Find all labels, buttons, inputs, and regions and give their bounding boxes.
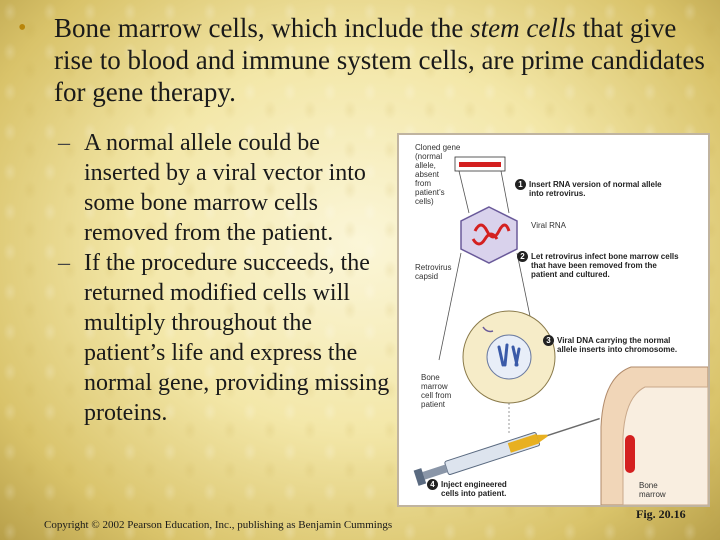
viral-rna-icon xyxy=(471,232,499,246)
viral-rna-icon xyxy=(473,223,511,239)
bullet-icon: • xyxy=(18,15,27,41)
sub-bullet-text: If the procedure succeeds, the returned … xyxy=(84,250,390,426)
sub-bullet-list: – A normal allele could be inserted by a… xyxy=(58,128,398,428)
guide-line xyxy=(500,170,510,214)
viral-rna-label: Viral RNA xyxy=(531,221,566,230)
dash-icon: – xyxy=(58,250,70,276)
main-bullet-italic: stem cells xyxy=(470,13,576,43)
guide-line xyxy=(458,170,470,214)
cell-nucleus-icon xyxy=(486,334,532,380)
main-bullet-text-start: Bone marrow cells, which include the xyxy=(54,13,471,43)
main-bullet-text: Bone marrow cells, which include the ste… xyxy=(54,12,708,108)
step-2-badge: 2 xyxy=(517,251,528,262)
figure-illustration xyxy=(413,156,708,505)
sub-bullet-text: A normal allele could be inserted by a v… xyxy=(84,130,366,246)
guide-line xyxy=(438,252,462,361)
sub-bullet-1: – A normal allele could be inserted by a… xyxy=(58,128,398,248)
step-3-badge: 3 xyxy=(543,335,554,346)
step-1-badge: 1 xyxy=(515,179,526,190)
copyright-text: Copyright © 2002 Pearson Education, Inc.… xyxy=(44,519,393,531)
virus-entry-icon xyxy=(482,326,494,333)
syringe-icon xyxy=(413,417,600,486)
cloned-gene-icon xyxy=(459,162,501,167)
bone-marrow-target-icon xyxy=(625,435,635,473)
step-4-badge: 4 xyxy=(427,479,438,490)
sub-bullet-2: – If the procedure succeeds, the returne… xyxy=(58,248,398,428)
main-bullet-text-end: that give rise to blood and immune syste… xyxy=(54,13,705,107)
main-bullet: • Bone marrow cells, which include the s… xyxy=(18,12,708,108)
chromosome-icon xyxy=(497,343,521,367)
figure-reference: Fig. 20.16 xyxy=(636,507,686,521)
dash-icon: – xyxy=(58,130,70,156)
marrow-cavity-icon xyxy=(622,386,708,505)
